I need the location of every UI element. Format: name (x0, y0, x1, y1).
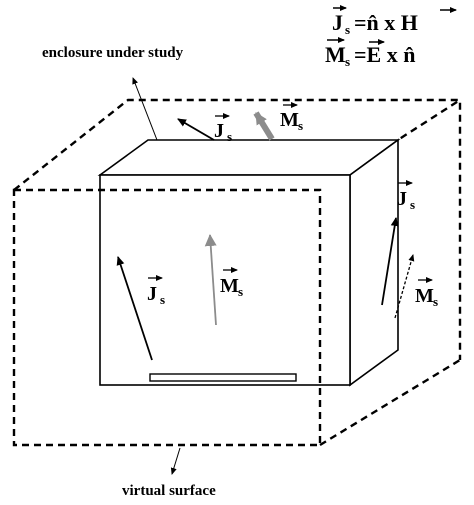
js-equation-rhs: =n̂ x H (354, 10, 418, 35)
ms-label-side: M s (415, 277, 438, 309)
js-arrow-top (177, 118, 215, 141)
ms-equation-sub: s (345, 54, 350, 69)
virtual-surface-bottom-right-edge (319, 358, 461, 447)
ms-equation-rhs: =E x n̂ (354, 42, 415, 67)
js-equation: J s =n̂ x H (332, 5, 457, 37)
js-label-top-sub: s (227, 129, 232, 144)
ms-arrow-front (204, 234, 217, 326)
js-arrow-side (381, 217, 399, 306)
ms-label-front: M s (220, 267, 243, 299)
ms-label-top: M s (280, 102, 303, 133)
virtual-surface-front-face (12, 188, 322, 447)
js-label-side-sub: s (410, 197, 415, 212)
js-label-side-symbol: J (397, 188, 407, 210)
ms-arrow-side (394, 254, 415, 319)
ms-label-front-symbol: M (220, 275, 239, 297)
js-label-front: J s (147, 275, 165, 307)
virtual-surface-leader-arrow (170, 447, 181, 475)
ms-equation-symbol: M (325, 42, 346, 67)
js-equation-symbol: J (332, 10, 343, 35)
enclosure-slot (149, 373, 297, 382)
enclosure-right-face (349, 138, 399, 387)
ms-label-front-sub: s (238, 284, 243, 299)
js-arrow-front (116, 256, 153, 361)
enclosure-box (97, 138, 401, 387)
enclosure-label: enclosure under study (42, 45, 184, 61)
ms-label-side-symbol: M (415, 285, 434, 307)
enclosure-top-face (97, 139, 401, 176)
virtual-surface-label: virtual surface (122, 483, 216, 499)
js-label-top-symbol: J (214, 120, 224, 142)
js-label-side: J s (397, 180, 415, 212)
js-label-top: J s (214, 113, 232, 144)
js-equation-sub: s (345, 22, 350, 37)
js-label-front-sub: s (160, 292, 165, 307)
ms-arrow-top (253, 111, 275, 141)
ms-label-top-sub: s (298, 118, 303, 133)
ms-label-top-symbol: M (280, 109, 299, 131)
ms-label-side-sub: s (433, 294, 438, 309)
js-label-front-symbol: J (147, 283, 157, 305)
enclosure-leader-arrow (132, 77, 158, 141)
enclosure-front-face (99, 174, 351, 386)
ms-equation: M s =E x n̂ (325, 37, 415, 69)
virtual-surface-back-edges (13, 98, 462, 360)
